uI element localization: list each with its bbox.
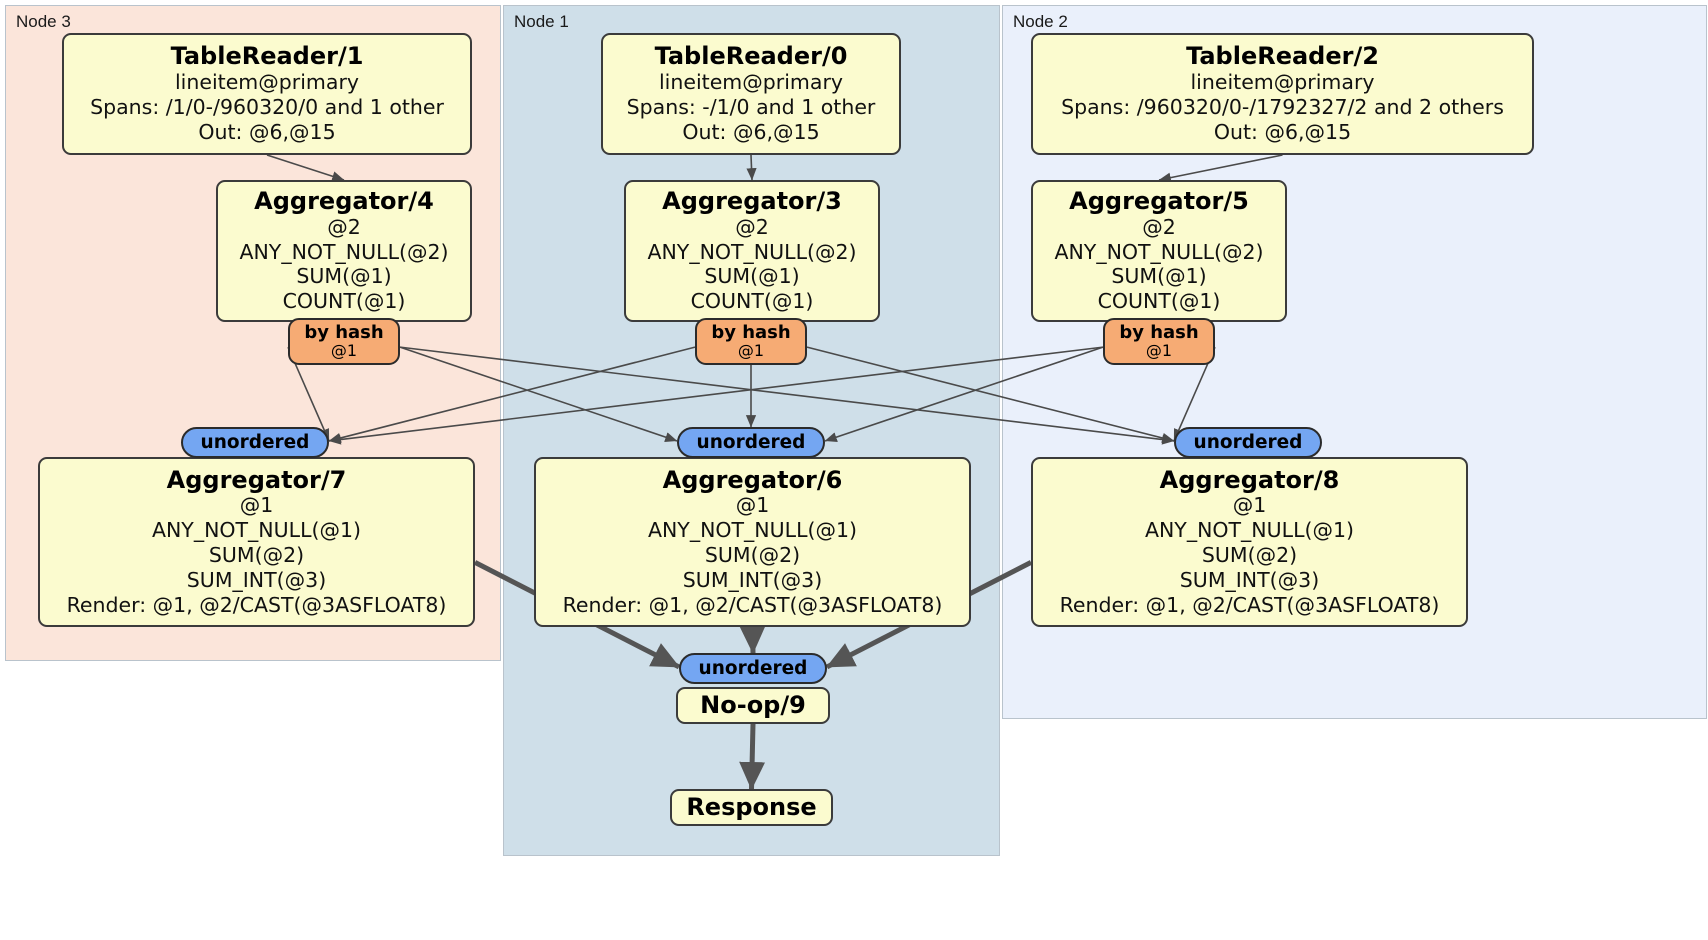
badge-label: by hash [1119, 321, 1199, 343]
node-response[interactable]: Response [670, 789, 833, 826]
node-detail-line: Spans: -/1/0 and 1 other [626, 95, 876, 120]
node-detail-line: SUM_INT(@3) [186, 567, 327, 592]
badge-unordered-aggregator-8[interactable]: unordered [1174, 427, 1322, 458]
node-detail-line: Out: @6,@15 [682, 119, 820, 144]
node-detail-line: Out: @6,@15 [1213, 119, 1352, 144]
node-detail-line: Render: @1, @2/CAST(@3ASFLOAT8) [66, 592, 447, 617]
node-detail-line: Render: @1, @2/CAST(@3ASFLOAT8) [1059, 592, 1440, 617]
node-title: No-op/9 [700, 691, 806, 720]
node-detail-line: SUM(@1) [296, 264, 392, 289]
node-detail-line: ANY_NOT_NULL(@1) [1144, 518, 1355, 543]
badge-unordered-no-op-9[interactable]: unordered [679, 653, 827, 684]
node-title: TableReader/0 [654, 42, 848, 71]
node-detail-line: @2 [1142, 214, 1176, 239]
badge-label: unordered [200, 431, 310, 453]
badge-label: by hash [711, 321, 791, 343]
node-detail-line: SUM_INT(@3) [1179, 567, 1320, 592]
node-title: Aggregator/3 [662, 186, 842, 215]
node-detail-line: @1 [239, 493, 274, 518]
node-detail-line: SUM(@1) [1111, 264, 1207, 289]
badge-label: unordered [1193, 431, 1303, 453]
node-detail-line: COUNT(@1) [690, 289, 814, 314]
node-detail-line: @1 [1232, 493, 1267, 518]
node-detail-line: lineitem@primary [174, 70, 360, 95]
node-detail-line: Out: @6,@15 [198, 119, 336, 144]
node-detail-line: @2 [735, 214, 769, 239]
node-detail-line: @1 [735, 493, 770, 518]
node-detail-line: SUM(@1) [704, 264, 800, 289]
badge-label: by hash [304, 321, 384, 343]
node-title: Aggregator/8 [1159, 465, 1340, 494]
node-detail-line: ANY_NOT_NULL(@2) [647, 239, 857, 264]
node-detail-line: lineitem@primary [658, 70, 844, 95]
node-detail-line: SUM(@2) [1201, 543, 1298, 568]
panel-node-3-label: Node 3 [16, 12, 71, 31]
node-title: Aggregator/6 [662, 465, 843, 494]
node-detail-line: SUM(@2) [704, 543, 801, 568]
badge-by-hash-aggregator-5[interactable]: by hash@1 [1103, 318, 1215, 365]
node-title: Response [686, 793, 817, 822]
node-title: Aggregator/5 [1069, 186, 1249, 215]
badge-sublabel: @1 [1145, 340, 1173, 360]
node-no-op-9[interactable]: No-op/9 [676, 687, 830, 724]
node-title: Aggregator/7 [166, 465, 347, 494]
node-title: TableReader/2 [1186, 42, 1379, 71]
badge-by-hash-aggregator-4[interactable]: by hash@1 [288, 318, 400, 365]
node-detail-line: lineitem@primary [1190, 70, 1375, 95]
node-title: Aggregator/4 [254, 186, 434, 215]
node-title: TableReader/1 [170, 42, 364, 71]
node-detail-line: SUM_INT(@3) [682, 567, 823, 592]
badge-by-hash-aggregator-3[interactable]: by hash@1 [695, 318, 807, 365]
badge-sublabel: @1 [330, 340, 358, 360]
node-detail-line: ANY_NOT_NULL(@2) [1054, 239, 1264, 264]
badge-label: unordered [696, 431, 806, 453]
node-detail-line: COUNT(@1) [1097, 289, 1221, 314]
panel-node-1-label: Node 1 [514, 12, 569, 31]
node-detail-line: Spans: /960320/0-/1792327/2 and 2 others [1061, 95, 1504, 120]
node-detail-line: Render: @1, @2/CAST(@3ASFLOAT8) [562, 592, 943, 617]
panel-node-2-label: Node 2 [1013, 12, 1068, 31]
node-detail-line: ANY_NOT_NULL(@1) [151, 518, 362, 543]
badge-label: unordered [698, 657, 808, 679]
node-detail-line: SUM(@2) [208, 543, 305, 568]
badge-unordered-aggregator-6[interactable]: unordered [677, 427, 825, 458]
node-detail-line: ANY_NOT_NULL(@2) [239, 239, 449, 264]
node-detail-line: ANY_NOT_NULL(@1) [647, 518, 858, 543]
node-detail-line: @2 [327, 214, 361, 239]
node-detail-line: Spans: /1/0-/960320/0 and 1 other [90, 95, 444, 120]
node-detail-line: COUNT(@1) [282, 289, 406, 314]
badge-unordered-aggregator-7[interactable]: unordered [181, 427, 329, 458]
badge-sublabel: @1 [737, 340, 765, 360]
